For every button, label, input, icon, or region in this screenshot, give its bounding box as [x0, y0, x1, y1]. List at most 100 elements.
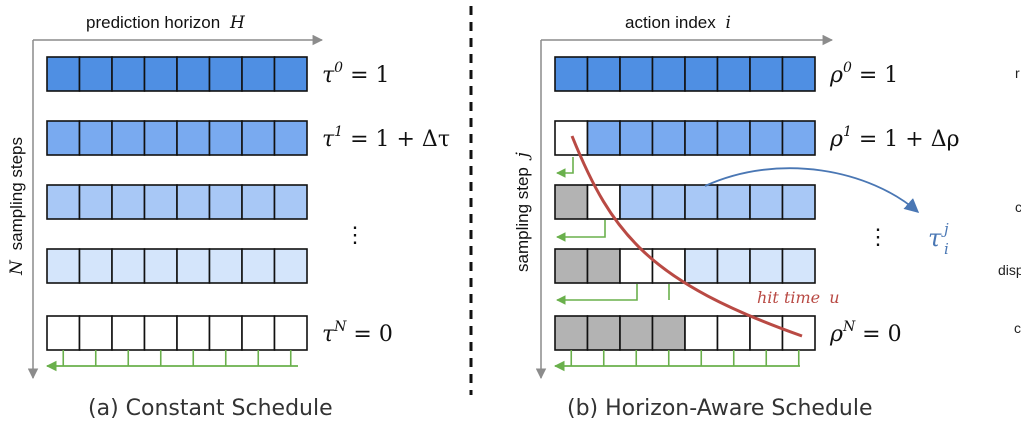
- panel-a-cell-r4-c4: [176, 315, 211, 351]
- panel-b-cell-r0-c0: [554, 56, 589, 92]
- panel-a-grid: [46, 56, 308, 351]
- panel-b-ellipsis: ⋮: [867, 225, 889, 250]
- panel-a-cell-r0-c2: [111, 56, 146, 92]
- panel-a-cell-r3-c3: [143, 248, 178, 284]
- panel-b-x-axis-title: action index i: [625, 13, 731, 33]
- panel-a-row-label-4: τN = 0: [322, 319, 393, 347]
- hit-time-text: hit time: [757, 288, 820, 307]
- panel-b-cell-r1-c4: [684, 120, 719, 156]
- panel-a-cell-r4-c5: [208, 315, 243, 351]
- panel-b-cell-r2-c4: [684, 184, 719, 220]
- panel-a-cell-r3-c0: [46, 248, 81, 284]
- clipped-text-3: disp: [998, 262, 1021, 278]
- panel-b-cell-r4-c1: [586, 315, 621, 351]
- panel-b-cell-r0-c4: [684, 56, 719, 92]
- panel-b-cell-r4-c5: [716, 315, 751, 351]
- panel-a-cell-r4-c2: [111, 315, 146, 351]
- panel-b-cell-r2-c3: [651, 184, 686, 220]
- panel-b-cell-r4-c2: [619, 315, 654, 351]
- panel-a-cell-r2-c3: [143, 184, 178, 220]
- panel-a-cell-r0-c0: [46, 56, 81, 92]
- panel-b-cell-r4-c3: [651, 315, 686, 351]
- panel-b-row-label-1: ρ1 = 1 + Δρ: [829, 124, 960, 152]
- panel-a-cell-r1-c3: [143, 120, 178, 156]
- panel-b-cell-r4-c0: [554, 315, 589, 351]
- panel-b-grid: [554, 56, 816, 351]
- panel-b-cell-r0-c6: [749, 56, 784, 92]
- panel-b-cell-r3-c3: [651, 248, 686, 284]
- panel-b-row-step-arrows: [556, 157, 670, 305]
- panel-a-cell-r2-c6: [241, 184, 276, 220]
- panel-b-row-label-4: ρN = 0: [829, 319, 902, 347]
- clipped-text-4: c: [1014, 320, 1021, 336]
- hit-time-label: hit time u: [757, 288, 840, 307]
- panel-b-step-arrow-row-2: [556, 220, 606, 242]
- clipped-side-text: r c disp c: [998, 65, 1021, 336]
- tau-sub: i: [944, 240, 949, 258]
- panel-a-x-axis-symbol: H: [229, 13, 246, 33]
- panel-a-cell-r2-c1: [78, 184, 113, 220]
- clipped-text-2: c: [1015, 199, 1021, 215]
- panel-b-cell-r2-c6: [749, 184, 784, 220]
- panel-a-cell-r2-c2: [111, 184, 146, 220]
- panel-b-x-axis-label: action index: [625, 13, 716, 32]
- panel-b-y-axis-title: sampling step j: [513, 151, 533, 272]
- panel-b-cell-r3-c5: [716, 248, 751, 284]
- panel-a-y-axis-label: sampling steps: [7, 137, 26, 250]
- panel-b-row-labels: ρ0 = 1 ρ1 = 1 + Δρ ρN = 0: [829, 60, 960, 347]
- panel-b-cell-r0-c3: [651, 56, 686, 92]
- panel-a-green-ticks: [62, 350, 292, 366]
- panel-b-cell-r0-c5: [716, 56, 751, 92]
- panel-b-cell-r1-c6: [749, 120, 784, 156]
- panel-b-cell-r2-c5: [716, 184, 751, 220]
- panel-a-cell-r1-c1: [78, 120, 113, 156]
- panel-a-y-axis-title: N sampling steps: [7, 137, 27, 276]
- panel-b-green-ticks: [570, 350, 800, 366]
- panel-a-cell-r3-c7: [273, 248, 308, 284]
- panel-b-cell-r4-c4: [684, 315, 719, 351]
- panel-a-cell-r1-c0: [46, 120, 81, 156]
- panel-a-x-axis-label: prediction horizon: [86, 13, 220, 32]
- panel-b-row-label-0: ρ0 = 1: [829, 60, 898, 88]
- panel-b-x-axis-symbol: i: [725, 13, 730, 33]
- panel-a-cell-r1-c6: [241, 120, 276, 156]
- clipped-text-1: r: [1015, 65, 1020, 81]
- panel-b-cell-r3-c4: [684, 248, 719, 284]
- panel-a-caption: (a) Constant Schedule: [88, 396, 333, 421]
- panel-b-cell-r2-c7: [781, 184, 816, 220]
- panel-a-cell-r3-c5: [208, 248, 243, 284]
- panel-a-x-axis-title: prediction horizon H: [86, 13, 246, 33]
- panel-a-cell-r0-c6: [241, 56, 276, 92]
- panel-a-y-axis-symbol: N: [7, 259, 27, 276]
- panel-a-green-arrows: [45, 350, 298, 372]
- tau-pointer-arrow: [704, 167, 920, 213]
- panel-b-cell-r1-c1: [586, 120, 621, 156]
- panel-b-cell-r0-c1: [586, 56, 621, 92]
- panel-b-cell-r1-c3: [651, 120, 686, 156]
- panel-a-cell-r0-c1: [78, 56, 113, 92]
- panel-a-cell-r0-c4: [176, 56, 211, 92]
- panel-b-cell-r3-c7: [781, 248, 816, 284]
- panel-a-cell-r3-c6: [241, 248, 276, 284]
- panel-b-y-axis-symbol: j: [513, 151, 533, 161]
- panel-b-caption: (b) Horizon-Aware Schedule: [567, 396, 873, 421]
- panel-a-cell-r3-c2: [111, 248, 146, 284]
- panel-b-cell-r0-c2: [619, 56, 654, 92]
- panel-a-cell-r2-c0: [46, 184, 81, 220]
- panel-b-cell-r3-c0: [554, 248, 589, 284]
- panel-a: prediction horizon H N sampling steps τ0…: [7, 13, 450, 421]
- panel-a-cell-r4-c0: [46, 315, 81, 351]
- panel-b-cell-r3-c6: [749, 248, 784, 284]
- panel-a-cell-r2-c4: [176, 184, 211, 220]
- panel-a-row-label-1: τ1 = 1 + Δτ: [322, 124, 450, 152]
- panel-b-cell-r1-c7: [781, 120, 816, 156]
- panel-a-row-labels: τ0 = 1 τ1 = 1 + Δτ τN = 0: [322, 60, 450, 347]
- panel-a-cell-r4-c3: [143, 315, 178, 351]
- panel-b-cell-r4-c7: [781, 315, 816, 351]
- panel-a-cell-r0-c7: [273, 56, 308, 92]
- panel-a-row-label-0: τ0 = 1: [322, 60, 390, 88]
- panel-a-cell-r1-c4: [176, 120, 211, 156]
- panel-b-cell-r2-c2: [619, 184, 654, 220]
- panel-b-step-arrow-row-1: [556, 157, 574, 178]
